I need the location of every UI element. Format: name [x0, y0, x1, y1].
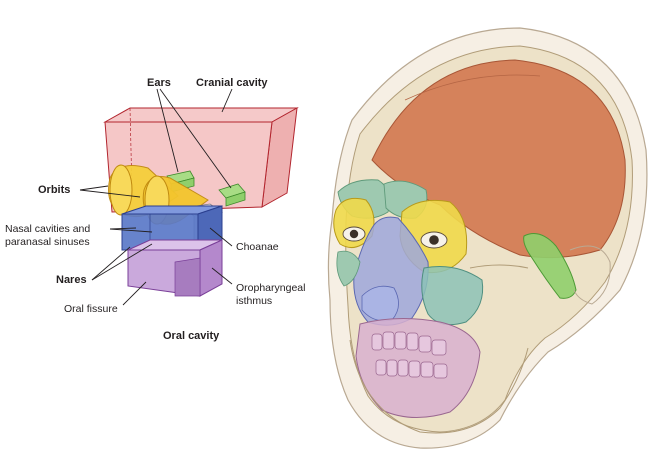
- label-nasal-line2: paranasal sinuses: [5, 236, 90, 248]
- schematic-diagram: Ears Cranial cavity Orbits Nasal cavitie…: [5, 77, 305, 342]
- label-cranial-cavity: Cranial cavity: [196, 77, 268, 89]
- label-oropharyngeal-line2: isthmus: [236, 295, 272, 307]
- label-nares: Nares: [56, 274, 87, 286]
- label-oral-fissure: Oral fissure: [64, 303, 118, 315]
- skull-illustration: [327, 27, 648, 449]
- leader-lines: [79, 88, 233, 306]
- ear-region: [523, 233, 577, 299]
- label-ears: Ears: [147, 77, 171, 89]
- label-nasal-line1: Nasal cavities and: [5, 223, 90, 235]
- maxillary-sinus: [421, 266, 484, 326]
- label-oral-cavity: Oral cavity: [163, 330, 220, 342]
- ear-right-box: [218, 183, 246, 207]
- label-oropharyngeal-line1: Oropharyngeal: [236, 282, 305, 294]
- label-orbits: Orbits: [38, 184, 70, 196]
- oral-cavity-box: [127, 239, 223, 297]
- label-choanae: Choanae: [236, 241, 279, 253]
